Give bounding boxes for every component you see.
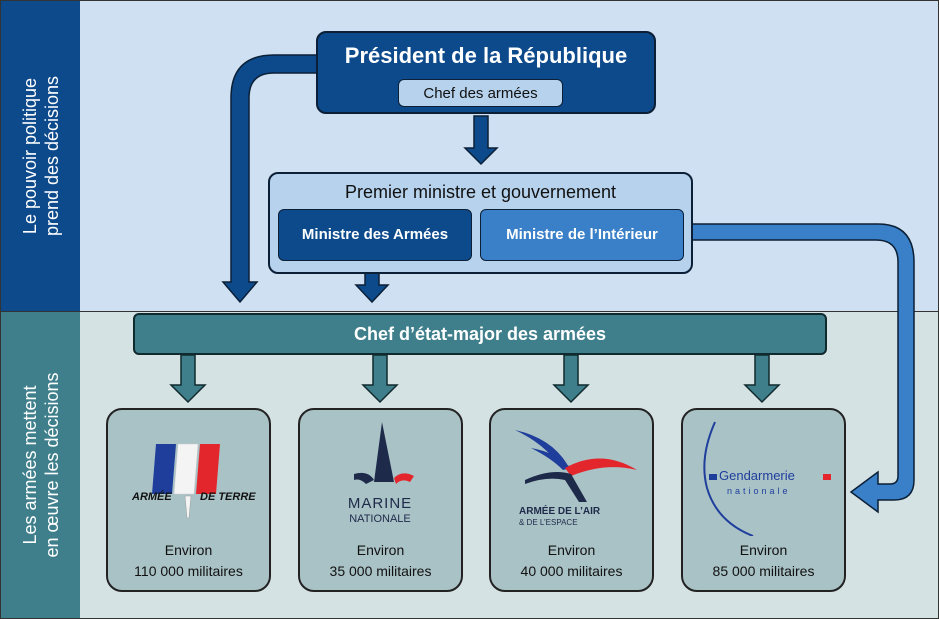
arrow-cema-to-terre <box>169 354 207 404</box>
card-marine-nationale: MARINE NATIONALE Environ 35 000 militair… <box>298 408 463 592</box>
terre-logo-line1: ARMÉE <box>131 490 172 503</box>
gendarmerie-caption-line2: 85 000 militaires <box>712 563 815 579</box>
air-caption: Environ 40 000 militaires <box>491 540 652 582</box>
arrow-cema-to-marine <box>361 354 399 404</box>
arrow-cema-to-air <box>552 354 590 404</box>
terre-caption-line1: Environ <box>164 542 213 558</box>
terre-caption: Environ 110 000 militaires <box>108 540 269 582</box>
air-logo-line2: & DE L’ESPACE <box>519 518 578 527</box>
gendarmerie-logo: Gendarmerie nationale <box>703 421 831 536</box>
air-logo-line1: ARMÉE DE L’AIR <box>519 504 601 517</box>
gendarmerie-caption: Environ 85 000 militaires <box>683 540 844 582</box>
marine-logo-line1: MARINE <box>348 495 412 512</box>
card-armee-air-espace: ARMÉE DE L’AIR & DE L’ESPACE Environ 40 … <box>489 408 654 592</box>
marine-logo-line2: NATIONALE <box>349 513 411 525</box>
gendarmerie-logo-line1: Gendarmerie <box>719 468 795 483</box>
military-side-panel: Les armées mettent en œuvre les décision… <box>1 312 80 618</box>
terre-logo-line2: DE TERRE <box>200 491 256 503</box>
armee-air-espace-logo: ARMÉE DE L’AIR & DE L’ESPACE <box>515 430 637 527</box>
arrow-cema-to-gendarmerie <box>743 354 781 404</box>
air-caption-line2: 40 000 militaires <box>520 563 623 579</box>
gouvernement-title: Premier ministre et gouvernement <box>344 182 617 202</box>
marine-caption-line1: Environ <box>356 542 405 558</box>
marine-caption-line2: 35 000 militaires <box>329 563 432 579</box>
armee-de-terre-logo: ARMÉE DE TERRE <box>131 443 256 519</box>
marine-nationale-logo: MARINE NATIONALE <box>348 422 414 525</box>
political-side-panel: Le pouvoir politique prend des décisions <box>1 1 80 311</box>
ministre-interieur-box: Ministre de l’Intérieur <box>480 209 684 261</box>
arrow-president-to-gouv <box>463 115 499 166</box>
gouvernement-box: Premier ministre et gouvernement Ministr… <box>268 172 693 274</box>
card-gendarmerie-nationale: Gendarmerie nationale Environ 85 000 mil… <box>681 408 846 592</box>
marine-caption: Environ 35 000 militaires <box>300 540 461 582</box>
gendarmerie-caption-line1: Environ <box>739 542 788 558</box>
cema-bar: Chef d’état-major des armées <box>133 313 827 355</box>
president-box: Président de la République Chef des armé… <box>316 31 656 114</box>
chef-des-armees-badge: Chef des armées <box>398 79 563 107</box>
gendarmerie-logo-line2: nationale <box>727 486 791 496</box>
president-title: Président de la République <box>344 43 628 68</box>
terre-caption-line2: 110 000 militaires <box>134 563 243 579</box>
arrow-interieur-to-gendarmerie <box>681 223 915 514</box>
ministre-armees-box: Ministre des Armées <box>278 209 472 261</box>
card-armee-de-terre: ARMÉE DE TERRE Environ 110 000 militaire… <box>106 408 271 592</box>
air-caption-line1: Environ <box>547 542 596 558</box>
arrow-president-to-cema <box>221 54 319 304</box>
